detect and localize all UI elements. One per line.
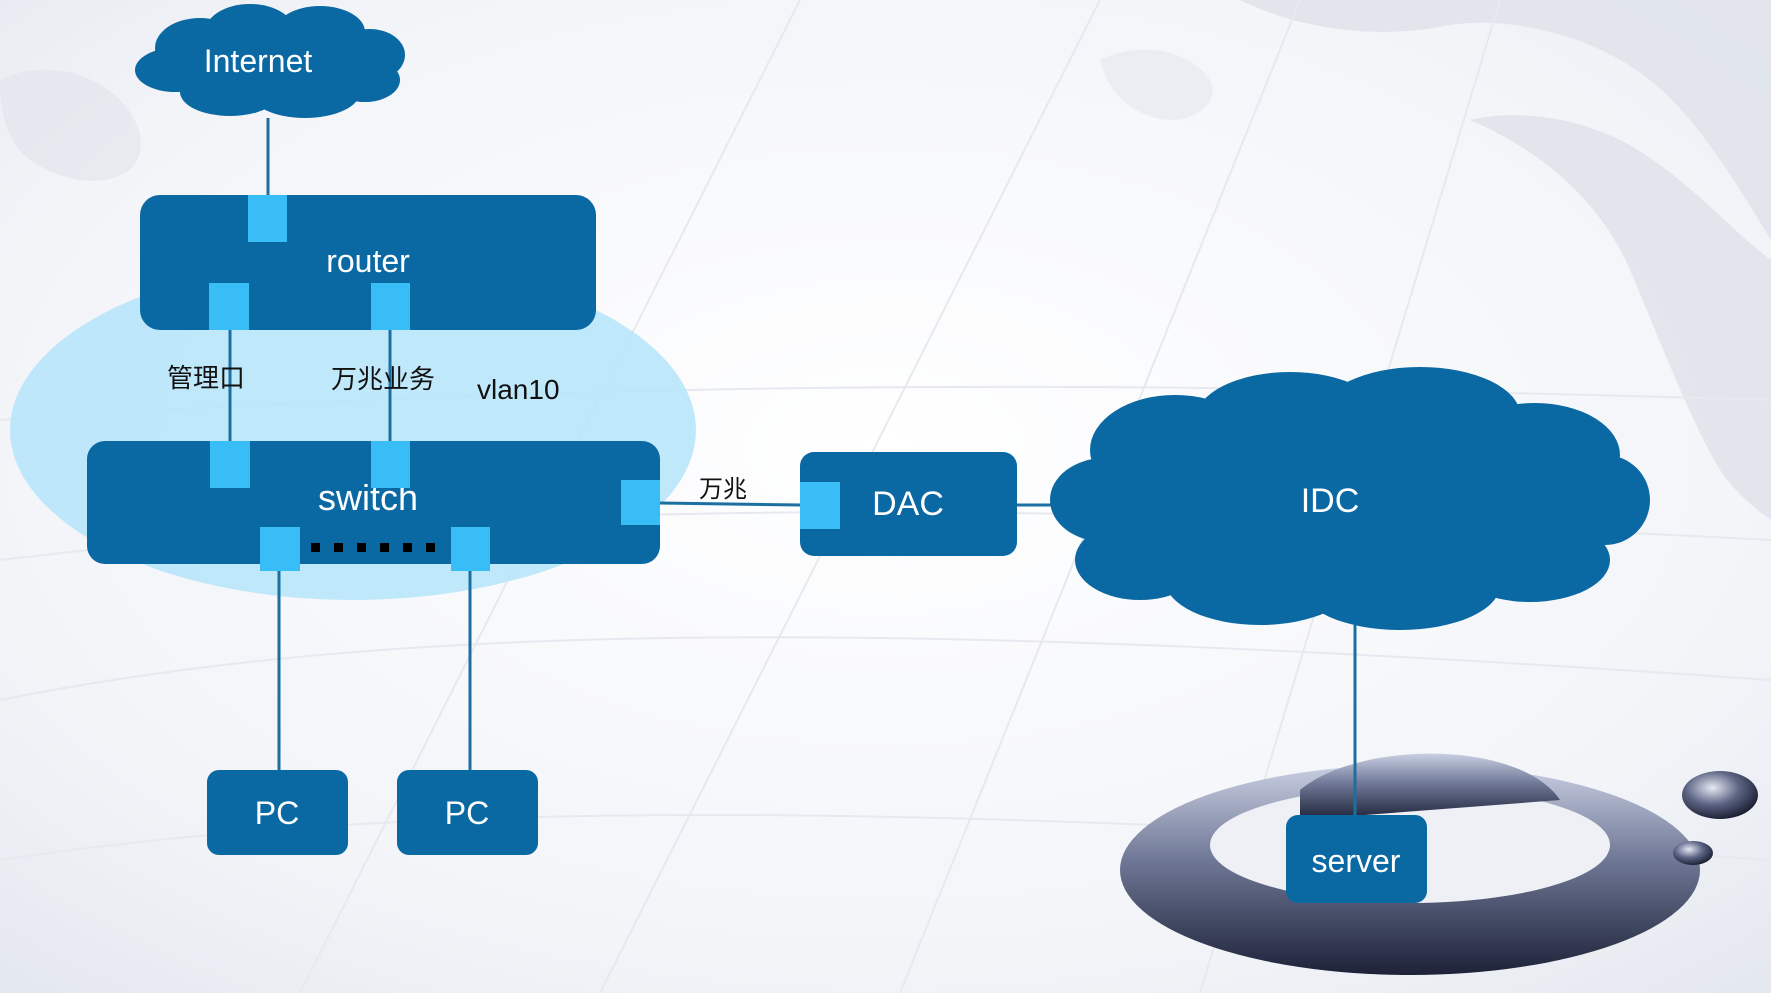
pc-node-1: PC: [207, 770, 348, 855]
dac-label: DAC: [872, 485, 944, 523]
idc-cloud: IDC: [1050, 367, 1650, 630]
server-label: server: [1312, 843, 1401, 879]
ports: [209, 195, 840, 571]
router-port-service: [371, 283, 410, 330]
world-map-icon: [0, 0, 1771, 521]
ten-gig-service-label: 万兆业务: [331, 365, 435, 395]
router-port-uplink: [248, 195, 287, 242]
dac-node: DAC: [800, 452, 1017, 556]
vlan-label: vlan10: [477, 374, 560, 405]
switch-port-pc2: [451, 527, 490, 571]
dac-port: [800, 482, 840, 529]
mgmt-port-label: 管理口: [167, 364, 245, 394]
router-label: router: [326, 243, 410, 279]
switch-port-service: [371, 441, 410, 488]
router-port-mgmt: [209, 283, 249, 330]
port-ellipsis-dots: [311, 543, 435, 552]
internet-label: Internet: [204, 43, 313, 79]
link-switch-dac: [659, 501, 801, 507]
server-node: server: [1286, 815, 1427, 903]
switch-port-uplink: [621, 480, 660, 525]
ten-gig-link-label: 万兆: [699, 475, 747, 503]
switch-port-pc1: [260, 527, 300, 571]
internet-cloud: Internet: [135, 4, 405, 118]
pc-2-label: PC: [445, 795, 489, 831]
router-node: router: [140, 195, 596, 330]
pc-node-2: PC: [397, 770, 538, 855]
switch-port-mgmt: [210, 441, 250, 488]
idc-label: IDC: [1301, 482, 1360, 520]
pc-1-label: PC: [255, 795, 299, 831]
